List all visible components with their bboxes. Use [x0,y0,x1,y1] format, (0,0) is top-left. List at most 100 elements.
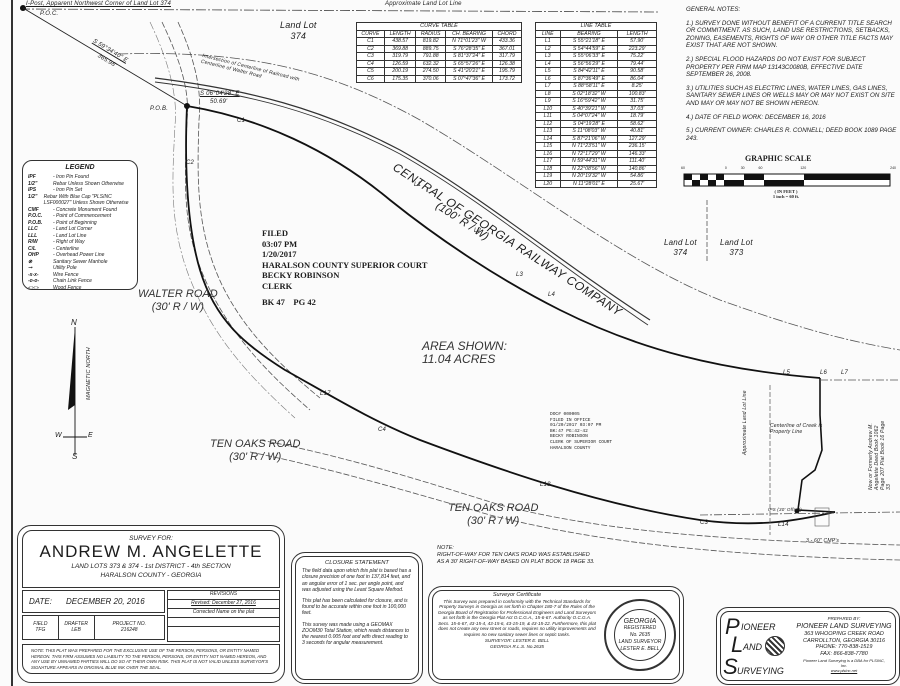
curve-table-title: CURVE TABLE [356,22,522,31]
col-header: LINE [535,29,561,38]
company-address-1: 363 WHOOPING CREEK ROAD [804,630,884,637]
row-note-line: RIGHT-OF-WAY FOR TEN OAKS ROAD WAS ESTAB… [437,551,590,558]
graphic-scale-bar [683,173,891,187]
magnetic-north-label: MAGNETIC NORTH [86,347,92,400]
legend-item: 1/2"Rebar Unless Shown Otherwise [28,180,124,187]
road-rw: (30' R / W) [467,515,520,527]
legend-item: CMF- Concrete Monument Found [28,206,117,213]
area-shown: AREA SHOWN: 11.04 ACRES [422,340,507,366]
segment-label: C1 [237,118,246,124]
note-item: 4.) DATE OF FIELD WORK: DECEMBER 16, 201… [686,113,826,121]
field-value: TFG [35,627,46,633]
stamp-line: CLERK OF SUPERIOR COURT [550,439,613,445]
note-item: 1.) SURVEY DONE WITHOUT BENEFIT OF A CUR… [686,19,893,50]
graphic-scale-ticks: 60 0 30 60 120 240 [681,166,896,170]
surveyor-certificate: Surveyor Certificate This Survey was pre… [428,586,684,684]
poc-label: P.O.C. [40,11,59,17]
col-header: CH. BEARING [445,29,493,38]
note-item: 2.) SPECIAL FLOOD HAZARDS DO NOT EXIST F… [686,55,866,79]
segment-label: L7 [841,370,849,376]
legend-item: ⊗Sanitary Sewer Manhole [28,258,108,265]
revision-row [168,627,279,636]
stamp-line: BK:47 PG:42-42 [550,428,588,434]
creek-note: Centerline of Creek is Property Line [770,423,823,435]
company-fax: FAX: 866-838-7780 [820,651,868,658]
project-value: 216248 [120,627,138,633]
legend: LEGEND IPF- Iron Pin Found 1/2"Rebar Unl… [22,160,138,291]
closure-paragraph: This survey was made using a GEOMAX ZOOM… [302,621,410,647]
closure-inner: CLOSURE STATEMENT The field data upon wh… [295,556,419,680]
area-value: 11.04 ACRES [422,352,496,366]
certificate-title: Surveyor Certificate [492,592,542,598]
note-item: 3.) UTILITIES SUCH AS ELECTRIC LINES, WA… [686,84,895,107]
legend-item: -x-x-Wire Fence [28,271,79,278]
col-header: LENGTH [617,29,657,38]
concrete-monument-icon: CMF [28,206,39,213]
certificate-text: This Survey was prepared in conformity w… [437,598,597,637]
certificate-inner: Surveyor Certificate This Survey was pre… [432,590,680,680]
ips-note: IPS (30' Offset) [768,507,802,512]
disclaimer: NOTE: THIS PLAT WAS PREPARED FOR THE EXC… [22,644,280,674]
north-arrow-icon [68,327,69,328]
date-box: DATE: DECEMBER 20, 2016 [22,590,165,613]
project-label: PROJECT NO. [112,621,147,627]
seal-number: No. 2635 [629,631,651,638]
location-line-1: LAND LOTS 373 & 374 - 1st DISTRICT - 4th… [71,563,231,570]
adjoiner-note: Now or Formerly Andrew M. Angelette Deed… [868,420,892,490]
scale-units: ( IN FEET ) [774,189,798,194]
company-phone: PHONE: 770-838-1519 [815,644,873,651]
segment-label: C4 [378,427,387,433]
company-name: PIONEER LAND SURVEYING [796,622,892,630]
segment-label: L4 [548,292,556,298]
land-lot-374-top: Land Lot 374 [280,20,317,42]
company-dba: Pioneer Land Surveying is a DBA for PLSI… [803,657,885,668]
stamp-line: HARALSON COUNTY [550,445,591,451]
prepared-by: PREPARED BY: [827,616,861,621]
closure-title: CLOSURE STATEMENT [325,560,389,566]
scale-tick: 120 [800,166,807,170]
drafter-label: DRAFTER [64,621,88,627]
legend-item: -o-o-Chain Link Fence [28,278,92,284]
cmp-note: 3 - 60" CMP's [806,538,840,544]
closure-paragraph: The field data upon which this plat is b… [302,568,412,593]
survey-for-label: SURVEY FOR: [129,535,173,542]
compass-east: E [88,432,93,439]
legend-item: LLL- Land Lot Line [28,232,87,239]
chain-link-fence-icon: -o-o- [28,278,40,284]
logo-urveying: URVEYING [737,666,784,676]
road-rw: (30' R / W) [151,301,204,313]
segment-label: C2 [186,160,195,166]
segment-label: L18 [540,482,551,488]
revisions-title: REVISIONS [168,591,279,600]
stamp-line: 1/20/2017 [262,249,297,259]
area-label: AREA SHOWN: [422,339,507,353]
curve-table: CURVE TABLE CURVE LENGTH RADIUS CH. BEAR… [356,22,523,83]
general-notes-title: GENERAL NOTES: [686,6,741,13]
legend-item: 1/2"Rebar With Blue Cap "PLSINC LSF00002… [28,193,129,207]
legend-item: IPS- Iron Pin Set [28,187,83,193]
walter-road-label: WALTER ROAD (30' R / W) [138,288,218,314]
general-notes: GENERAL NOTES: 1.) SURVEY DONE WITHOUT B… [686,6,898,148]
segment-label: L2 [474,228,482,234]
logo-s: S [723,654,738,679]
legend-item: C/L- Centerline [28,245,79,252]
date-value: DECEMBER 20, 2016 [65,597,145,606]
approx-lll-vertical: Approximate Land Lot Line [742,390,748,455]
land-lot-number: 374 [673,248,688,257]
stamp-line: DOC# 000005 [550,412,580,417]
graphic-scale-units: ( IN FEET ) 1 inch = 60 ft. [766,189,806,199]
company-info: PREPARED BY: PIONEER LAND SURVEYING 363 … [793,612,895,680]
land-lot-label: Land Lot [720,238,753,247]
graphic-scale-title: GRAPHIC SCALE [745,154,812,163]
